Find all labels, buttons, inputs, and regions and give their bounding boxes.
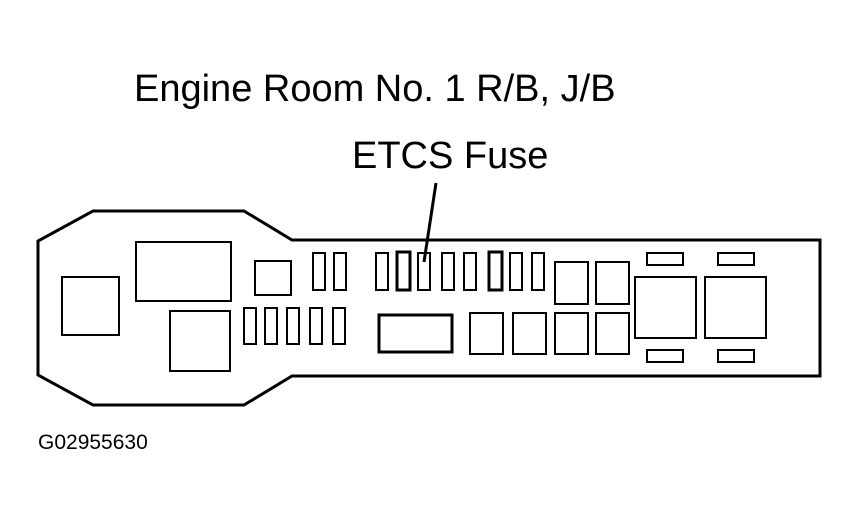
mini-fuse-bold (487, 250, 504, 292)
mini-fuse (264, 307, 278, 345)
mini-fuse (509, 252, 523, 291)
relay-square (554, 312, 589, 355)
connector-slot (646, 349, 684, 363)
etcs-fuse (395, 250, 412, 292)
mini-fuse (463, 252, 477, 291)
mini-fuse (309, 307, 323, 345)
connector-slot (646, 252, 684, 266)
relay-square (554, 261, 589, 305)
fusible-link-block (377, 313, 454, 354)
diagram-title: Engine Room No. 1 R/B, J/B (134, 68, 616, 110)
etcs-fuse-callout-label: ETCS Fuse (352, 135, 549, 177)
relay-left (61, 276, 120, 336)
relay-square (595, 312, 630, 355)
callout-leader-line (422, 182, 438, 263)
relay-square (469, 312, 504, 355)
relay-right-a (634, 276, 697, 339)
mini-fuse (531, 252, 545, 291)
mini-fuse (286, 307, 300, 345)
relay-upper (135, 241, 232, 302)
relay-square (595, 261, 630, 305)
figure-id: G02955630 (38, 431, 148, 454)
mini-fuse (243, 307, 257, 345)
mini-fuse (417, 252, 431, 291)
connector-slot (717, 349, 755, 363)
mini-fuse (312, 252, 326, 291)
small-relay (254, 260, 292, 296)
mini-fuse (333, 252, 347, 291)
mini-fuse (441, 252, 455, 291)
relay-lower (169, 310, 231, 372)
mini-fuse (375, 252, 389, 291)
connector-slot (717, 252, 755, 266)
mini-fuse (332, 307, 346, 345)
relay-right-b (704, 276, 767, 339)
junction-box-outline (36, 209, 822, 407)
relay-square (512, 312, 547, 355)
